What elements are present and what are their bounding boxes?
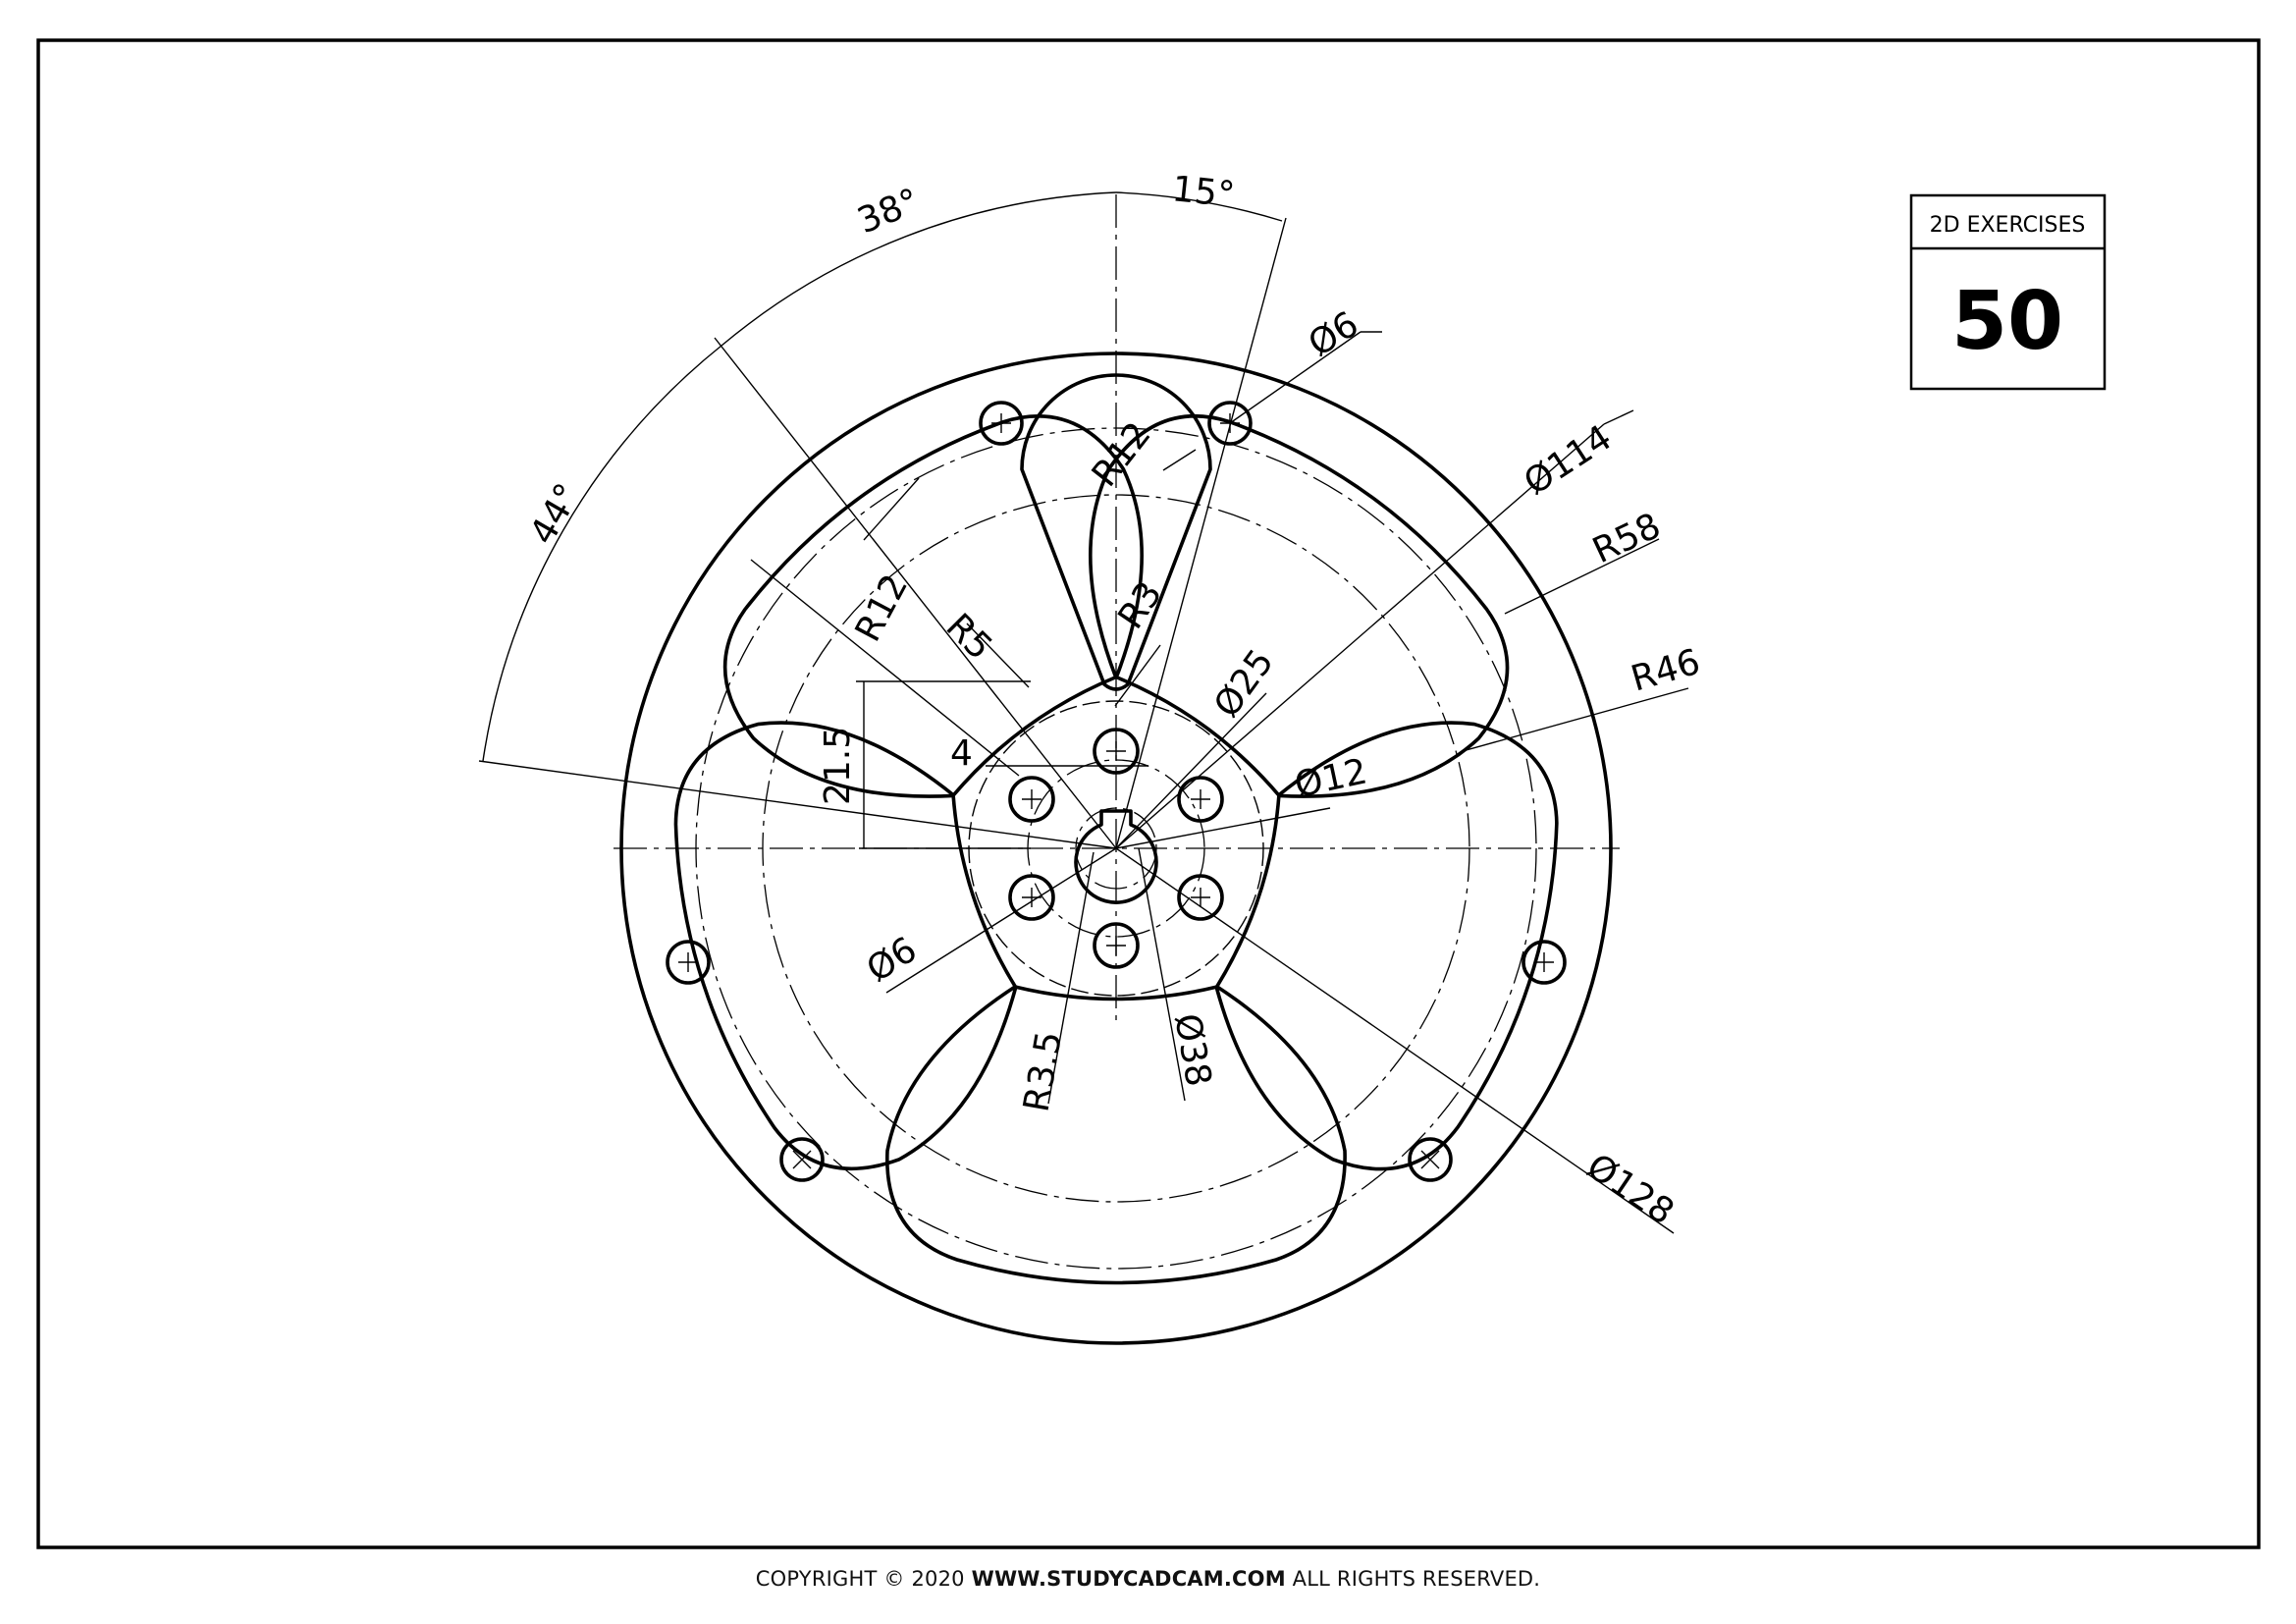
- dim-r5: R5: [938, 606, 1000, 668]
- dim-r58: R58: [1586, 506, 1667, 571]
- pcd-circle-mid: [762, 494, 1470, 1203]
- dim-dia-12: Ø12: [1291, 751, 1370, 806]
- footer-site[interactable]: WWW.STUDYCADCAM.COM: [971, 1567, 1286, 1591]
- pocket-shape: [885, 985, 1347, 1285]
- dim-dia-25: Ø25: [1206, 642, 1282, 725]
- keyed-bore: [1074, 809, 1158, 904]
- footer-suffix: ALL RIGHTS RESERVED.: [1285, 1567, 1541, 1591]
- hub-hole: [1008, 776, 1055, 823]
- pocket-shape: [1214, 721, 1559, 1171]
- dim-dia-128: Ø128: [1579, 1146, 1681, 1232]
- bolt-hole: [1207, 401, 1253, 446]
- sheet-border: [36, 38, 2261, 1549]
- bolt-hole: [1522, 940, 1567, 985]
- dim-dia-6-bottom: Ø6: [860, 930, 924, 991]
- bolt-hole: [666, 940, 711, 985]
- dim-dia-6-top: Ø6: [1302, 304, 1365, 365]
- outer-bolt-holes: [666, 401, 1567, 1182]
- pocket-shape: [722, 414, 1144, 798]
- dim-len-4: 4: [950, 733, 973, 774]
- outer-rim-circle: [619, 352, 1613, 1345]
- dim-dia-38: Ø38: [1166, 1010, 1218, 1089]
- hub-hole: [1093, 922, 1140, 969]
- dim-r3-5: R3.5: [1016, 1028, 1070, 1114]
- badge-number: 50: [1951, 275, 2063, 368]
- bolt-hole: [779, 1137, 825, 1182]
- dim-dia-114: Ø114: [1518, 417, 1620, 503]
- dim-r3: R3: [1110, 574, 1170, 636]
- hub-hole: [1177, 776, 1224, 823]
- pocket-shape: [673, 721, 1018, 1171]
- teardrop-slot: [1020, 373, 1212, 691]
- hub-hole: [1093, 728, 1140, 775]
- dimension-lines: [478, 191, 1689, 1234]
- copyright-footer: COPYRIGHT © 2020 WWW.STUDYCADCAM.COM ALL…: [0, 1567, 2296, 1591]
- hub-hole: [1177, 874, 1224, 921]
- pcd-circle-inner: [1075, 807, 1157, 890]
- bolt-hole: [1408, 1137, 1453, 1182]
- dim-r12-top: R12: [1085, 414, 1159, 494]
- pcd-circle-outer: [695, 427, 1537, 1270]
- dim-r46: R46: [1627, 642, 1704, 700]
- hub-hole: [1008, 874, 1055, 921]
- dim-angle-44: 44°: [522, 477, 588, 552]
- pocket-shape: [1089, 413, 1510, 798]
- dim-len-21-5: 21.5: [818, 727, 858, 805]
- footer-prefix: COPYRIGHT © 2020: [755, 1567, 972, 1591]
- exercise-badge: 2D EXERCISES 50: [1909, 193, 2107, 391]
- hub-hole-crosshair: [1022, 741, 1210, 955]
- bolt-hole: [979, 401, 1024, 446]
- badge-header: 2D EXERCISES: [1930, 213, 2086, 238]
- dim-angle-15: 15°: [1170, 169, 1237, 215]
- pocket-group: [673, 413, 1559, 1285]
- wheel-drawing: 38° 15° 44° Ø6 Ø114 R58 R46 R12 R12 R5 R…: [478, 169, 1705, 1345]
- hub-holes: [1008, 728, 1224, 969]
